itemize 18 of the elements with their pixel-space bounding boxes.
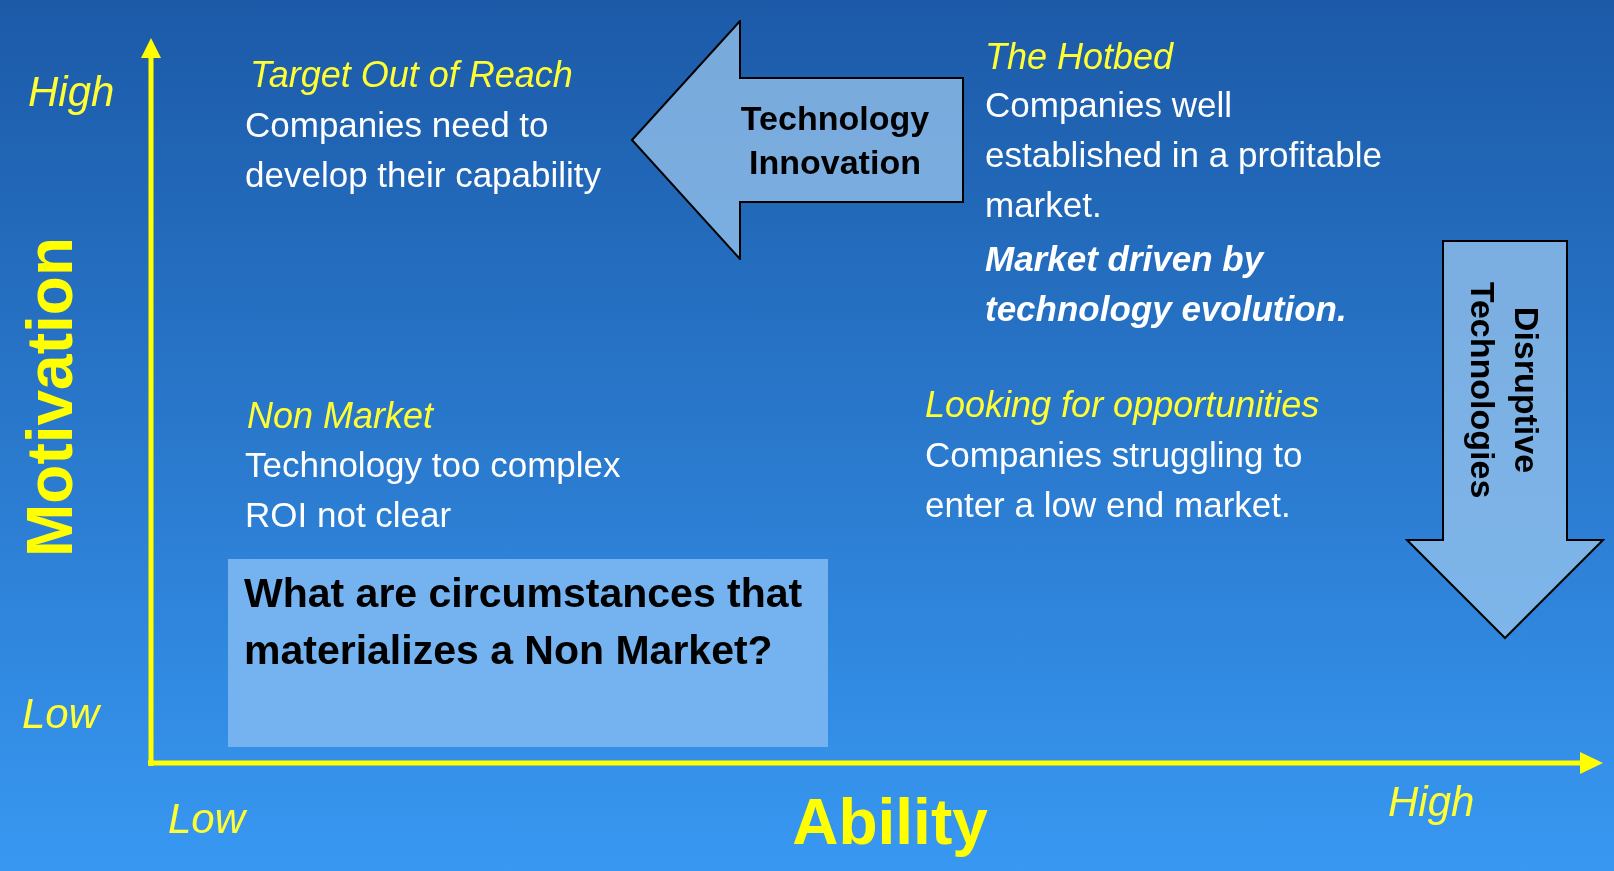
axis-title: Motivation — [18, 236, 82, 559]
quadrant-text: Companies struggling to enter a low end market. — [925, 434, 1304, 526]
axis-label: High — [28, 67, 116, 117]
quadrant-text: Companies need to develop their capability — [245, 104, 603, 196]
quadrant-text: ROI not clear — [245, 494, 453, 536]
quadrant-text: Market driven by technology evolution. — [985, 238, 1348, 330]
quadrant-title: Target Out of Reach — [250, 53, 574, 97]
axis-label: High — [1388, 777, 1476, 827]
axis-label: Low — [168, 794, 248, 844]
quadrant-title: Non Market — [247, 394, 436, 438]
quadrant-text: Technology too complex — [245, 444, 622, 486]
quadrant-text: Companies well established in a profitable market. — [985, 84, 1383, 226]
arrow-label: Technology Innovation — [739, 98, 931, 183]
arrow-label: Disruptive Technologies — [1463, 280, 1547, 501]
question-box: What are circumstances that materializes a Non Market? — [228, 559, 828, 747]
quadrant-title: Looking for opportunities — [925, 383, 1321, 427]
axis-label: Low — [22, 689, 102, 739]
quadrant-title: The Hotbed — [985, 35, 1175, 79]
